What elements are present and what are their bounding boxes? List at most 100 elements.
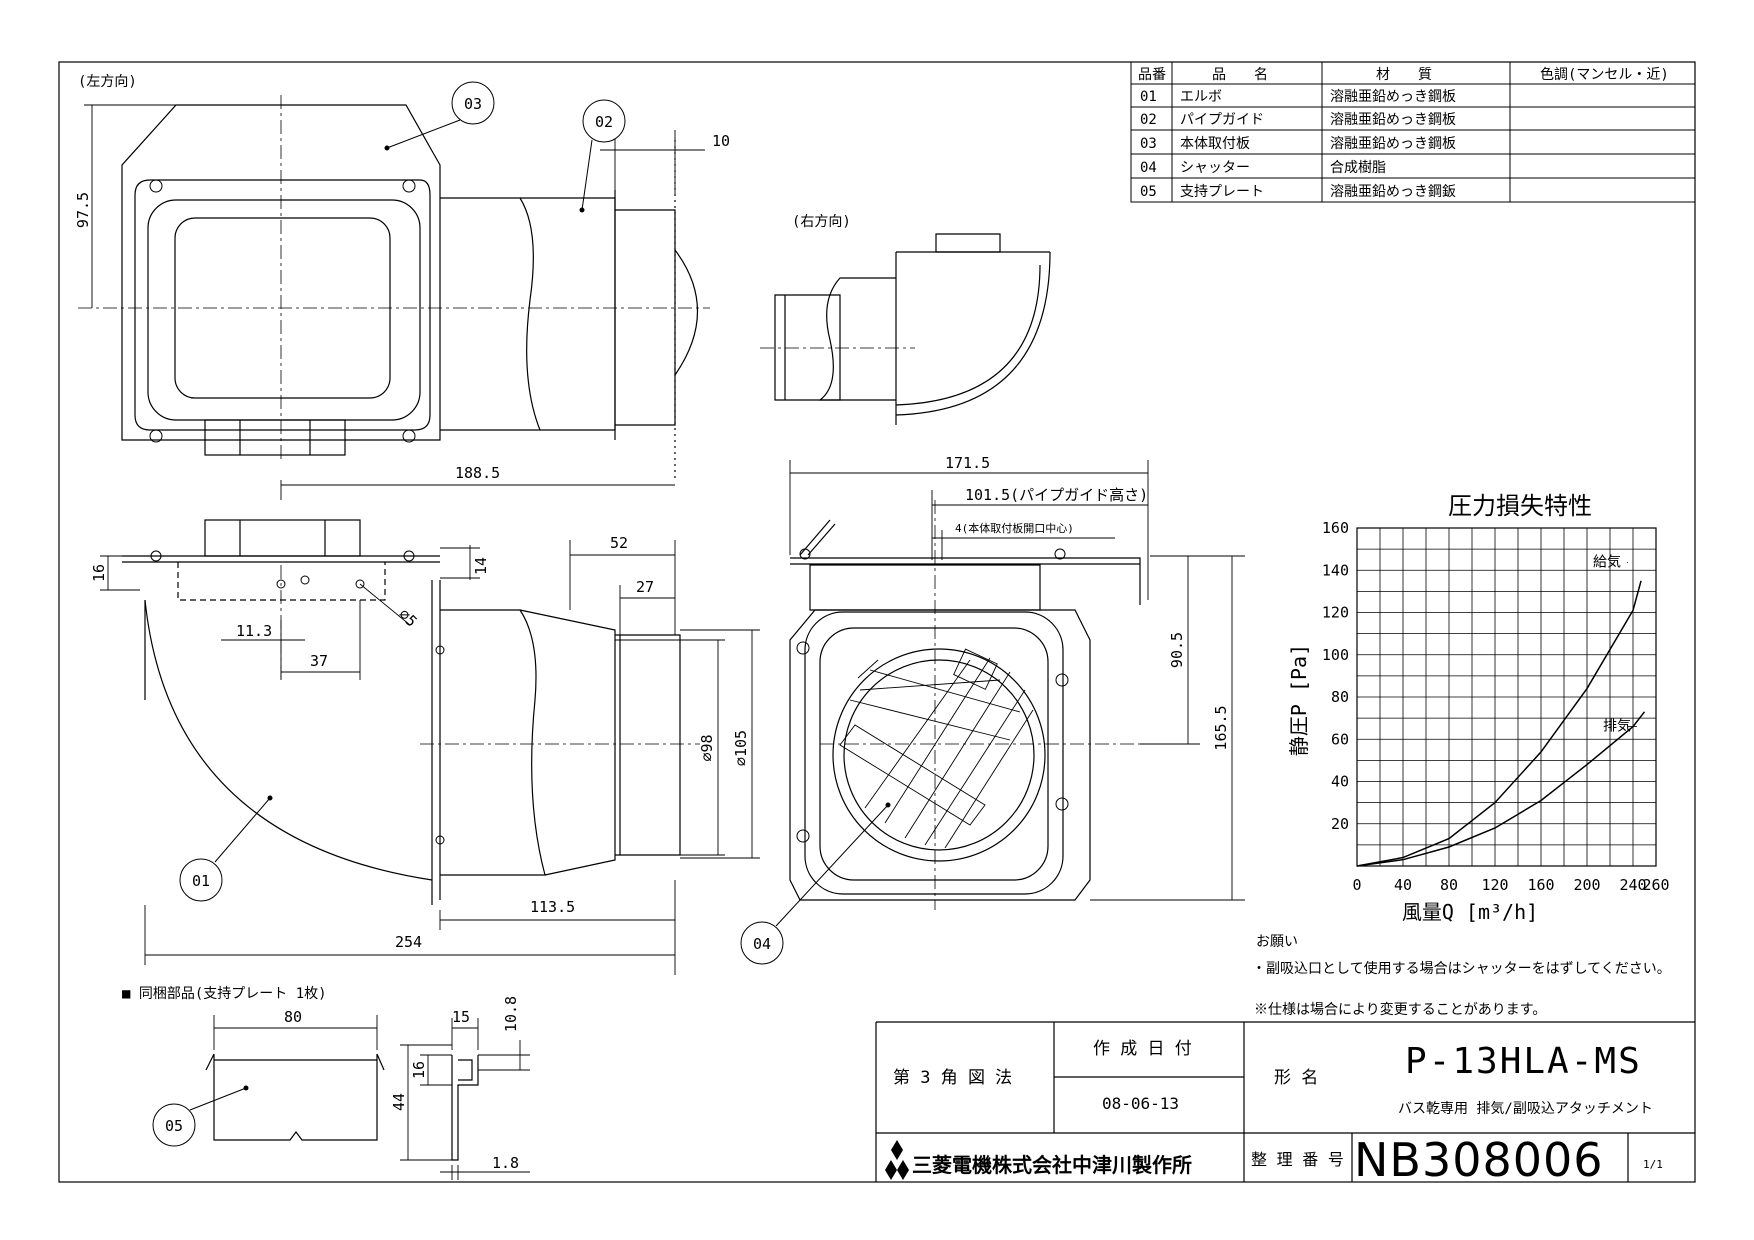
parts-header-color: 色調(マンセル・近) — [1540, 66, 1669, 83]
x-tick-label: 160 — [1527, 876, 1554, 894]
screw-icon — [149, 429, 163, 443]
parts-row-material: 溶融亜鉛めっき鋼鈑 — [1330, 184, 1456, 200]
chart-ylabel: 静圧P [Pa] — [1287, 644, 1311, 756]
company-name: 三菱電機株式会社中津川製作所 — [912, 1153, 1192, 1177]
screw-icon — [150, 550, 162, 562]
hole-icon — [355, 579, 365, 589]
callout-label: 04 — [753, 935, 771, 953]
dim-165-5: 165.5 — [1212, 705, 1230, 750]
dim-44: 44 — [390, 1093, 408, 1111]
series-line-0 — [1356, 580, 1642, 867]
dim-52: 52 — [610, 534, 628, 552]
callout-02 — [582, 99, 626, 143]
front-view — [121, 104, 698, 480]
plot-frame — [1356, 527, 1657, 867]
model-label: 形 名 — [1274, 1068, 1318, 1088]
parts-header-material: 材 質 — [1376, 67, 1432, 83]
callout-05 — [152, 1103, 196, 1147]
top-view — [122, 519, 681, 905]
series-label-0: 給気 — [1593, 554, 1621, 570]
date-label: 作 成 日 付 — [1093, 1039, 1192, 1059]
parts-row-no: 04 — [1140, 160, 1157, 176]
parts-row-material: 溶融亜鉛めっき鋼板 — [1330, 89, 1456, 105]
dim-1-8: 1.8 — [492, 1154, 519, 1172]
y-tick-label: 160 — [1322, 519, 1349, 537]
dim-80: 80 — [284, 1008, 302, 1026]
title-block — [875, 1021, 1695, 1182]
callout-label: 02 — [595, 113, 613, 131]
notes-line2: ※仕様は場合により変更することがあります。 — [1254, 1001, 1546, 1018]
dim-4: 4(本体取付板開口中心) — [955, 521, 1074, 535]
dim-phi105: ⌀105 — [732, 730, 750, 766]
dim-90-5: 90.5 — [1168, 632, 1186, 668]
parts-row-name: 支持プレート — [1180, 184, 1264, 200]
dim-97-5: 97.5 — [74, 192, 92, 228]
x-tick-label: 0 — [1352, 876, 1361, 894]
screw-icon — [149, 179, 163, 193]
right-view-label: (右方向) — [792, 214, 851, 230]
sheet-border — [58, 61, 1696, 1183]
series-label-1: 排気 — [1603, 719, 1631, 735]
dim-10-8: 10.8 — [502, 996, 520, 1032]
notes-line1: ・副吸込口として使用する場合はシャッターをはずしてください。 — [1252, 960, 1671, 977]
accessory-heading: ■ 同梱部品(支持プレート 1枚) — [122, 986, 327, 1002]
screw-icon — [1055, 673, 1069, 687]
parts-row-material: 溶融亜鉛めっき鋼板 — [1330, 136, 1456, 152]
mitsubishi-logo-icon — [885, 1140, 909, 1180]
shutter-grille — [839, 648, 1034, 849]
parts-row-no: 03 — [1140, 136, 1157, 152]
support-plate-view — [205, 1053, 479, 1161]
x-tick-label: 80 — [1440, 876, 1458, 894]
chart-title: 圧力損失特性 — [1448, 492, 1592, 520]
left-view-label: (左方向) — [78, 74, 137, 90]
chart-grid — [1356, 527, 1657, 867]
screw-icon — [402, 429, 416, 443]
x-tick-label: 260 — [1642, 876, 1669, 894]
y-tick-label: 140 — [1322, 561, 1349, 579]
screw-icon — [796, 641, 810, 655]
screw-icon — [799, 548, 811, 560]
screw-icon — [403, 550, 415, 562]
parts-row-name: 本体取付板 — [1180, 136, 1250, 152]
parts-row-no: 05 — [1140, 184, 1157, 200]
dim-37: 37 — [310, 652, 328, 670]
screw-icon — [796, 829, 810, 843]
parts-table — [1130, 61, 1696, 203]
callout-label: 01 — [192, 872, 210, 890]
y-tick-label: 120 — [1322, 604, 1349, 622]
callout-03 — [451, 81, 495, 125]
parts-row-name: シャッター — [1180, 160, 1250, 176]
parts-row-material: 溶融亜鉛めっき鋼板 — [1330, 112, 1456, 128]
shutter-view — [789, 519, 1141, 901]
y-tick-label: 20 — [1331, 815, 1349, 833]
y-tick-label: 40 — [1331, 773, 1349, 791]
series-line-1 — [1356, 711, 1646, 867]
dim-113-5: 113.5 — [530, 898, 575, 916]
screw-icon — [1055, 797, 1069, 811]
dim-16: 16 — [90, 564, 108, 582]
dim-14: 14 — [472, 557, 490, 575]
dim-171-5: 171.5 — [945, 454, 990, 472]
screw-icon — [1054, 548, 1066, 560]
parts-row-name: エルボ — [1180, 89, 1222, 105]
dim-101-5: 101.5(パイプガイド高さ) — [965, 486, 1148, 504]
projection-label: 第 3 角 図 法 — [893, 1068, 1012, 1088]
x-tick-label: 120 — [1481, 876, 1508, 894]
parts-header-no: 品番 — [1138, 67, 1166, 83]
x-tick-label: 200 — [1573, 876, 1600, 894]
screw-icon — [402, 179, 416, 193]
parts-row-name: パイプガイド — [1180, 112, 1264, 128]
parts-row-material: 合成樹脂 — [1330, 160, 1386, 176]
number-label: 整 理 番 号 — [1251, 1150, 1344, 1169]
x-tick-label: 240 — [1619, 876, 1646, 894]
dim-phi5: ⌀5 — [395, 605, 421, 631]
date-value: 08-06-13 — [1102, 1094, 1179, 1113]
dim-11-3: 11.3 — [236, 622, 272, 640]
y-tick-label: 60 — [1331, 730, 1349, 748]
screw-icon — [435, 645, 445, 655]
dim-phi98: ⌀98 — [698, 734, 716, 761]
parts-row-no: 02 — [1140, 112, 1157, 128]
